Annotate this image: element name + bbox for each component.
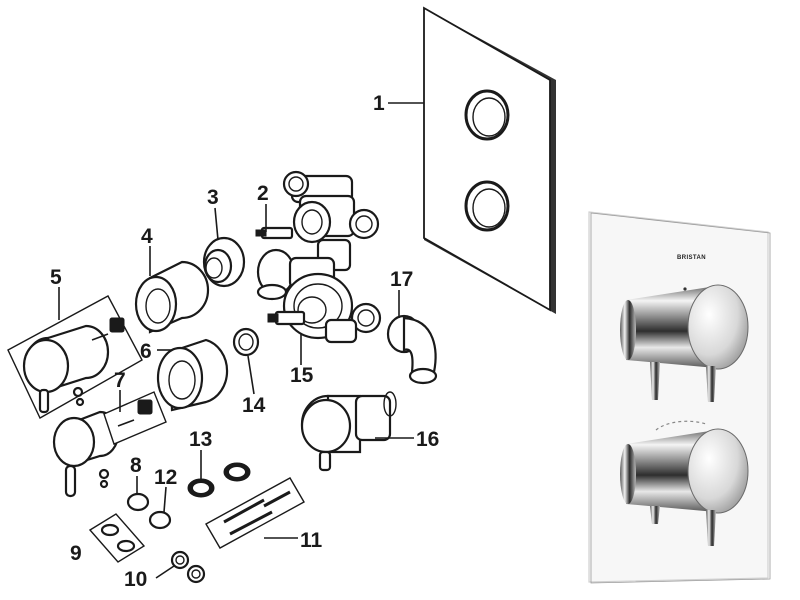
label-5: 5 (50, 266, 62, 289)
part-6-sleeve (156, 338, 229, 412)
part-16-outlet (300, 391, 397, 472)
part-17-elbow (386, 314, 438, 385)
lower-control-knob (620, 420, 749, 546)
label-11: 11 (300, 529, 323, 552)
part-7-screw-kit (103, 391, 167, 445)
label-9: 9 (70, 542, 82, 565)
label-3: 3 (207, 186, 219, 209)
brand-logo-text: BRISTAN (677, 255, 706, 261)
part-13-discs (187, 462, 251, 498)
upper-control-knob (620, 284, 749, 402)
label-8: 8 (130, 454, 142, 477)
part-number-labels: 1 2 3 4 5 6 7 8 9 10 11 12 13 14 15 16 1… (50, 92, 439, 591)
label-16: 16 (416, 428, 439, 451)
part-12-cap (148, 510, 172, 530)
leader-lines (58, 102, 424, 579)
part-11-screw-kit (205, 477, 305, 549)
product-photo: BRISTAN (588, 211, 771, 584)
label-2: 2 (257, 182, 269, 205)
part-14-ring (232, 327, 260, 357)
part-9-washers (88, 513, 146, 563)
label-4: 4 (141, 225, 153, 248)
label-7: 7 (114, 369, 126, 392)
label-14: 14 (242, 394, 266, 417)
label-10: 10 (124, 568, 147, 591)
part-3-ring (202, 236, 246, 288)
label-15: 15 (290, 364, 314, 387)
part-5-handle-kit (7, 295, 143, 419)
part-8-cap (126, 492, 150, 512)
label-12: 12 (154, 466, 177, 489)
cover-plate (423, 6, 556, 314)
thermostatic-valve-body (255, 170, 382, 344)
lower-handle (52, 410, 120, 498)
part-10-check-valves (170, 550, 206, 584)
label-13: 13 (189, 428, 212, 451)
label-1: 1 (373, 92, 385, 115)
label-6: 6 (140, 340, 152, 363)
part-4-sleeve (134, 260, 210, 334)
label-17: 17 (390, 268, 413, 291)
